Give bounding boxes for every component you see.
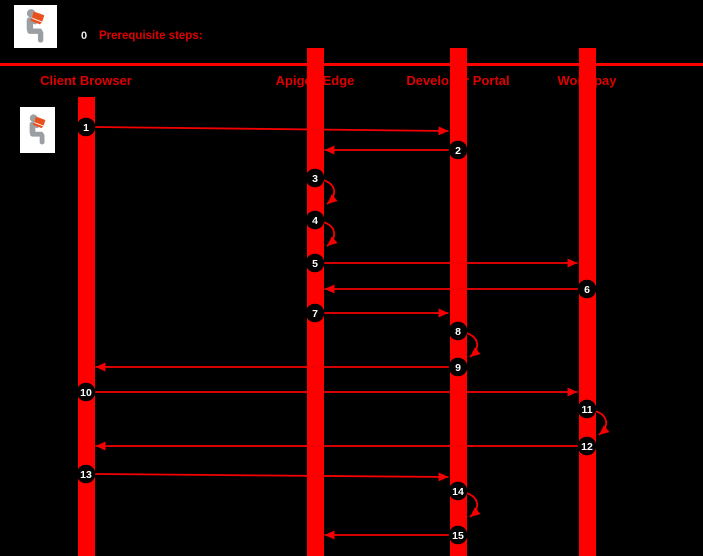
- person-at-laptop-icon: [14, 5, 57, 48]
- step-circle: [76, 117, 96, 137]
- step-11-self-loop: 11: [577, 399, 610, 436]
- step-0-number: 0: [80, 30, 88, 42]
- self-loop-arrow: [594, 410, 610, 436]
- step-number: 15: [452, 530, 464, 542]
- self-loop-arrow: [322, 221, 338, 247]
- step-number: 9: [455, 362, 461, 374]
- step-number: 1: [83, 122, 89, 134]
- step-15-message: 15: [324, 525, 468, 545]
- step-number: 14: [452, 486, 464, 498]
- step-10-message: 10: [76, 382, 578, 402]
- step-1-message: 1: [76, 117, 449, 137]
- step-number: 6: [584, 284, 590, 296]
- step-number: 7: [312, 308, 318, 320]
- step-circle: [448, 357, 468, 377]
- step-circle: [305, 168, 325, 188]
- step-number: 8: [455, 326, 461, 338]
- lifeline-bar-client-browser: [77, 97, 95, 556]
- step-circle: [305, 253, 325, 273]
- lifeline-bar-developer-portal: [449, 48, 467, 556]
- step-9-message: 9: [95, 357, 468, 377]
- step-7-message: 7: [305, 303, 449, 323]
- step-circle: [577, 279, 597, 299]
- person-at-laptop-glyph: [26, 9, 45, 43]
- step-number: 10: [80, 387, 92, 399]
- self-loop-arrow: [322, 179, 338, 205]
- step-circle: [448, 481, 468, 501]
- step-circle: [577, 399, 597, 419]
- step-circle: [305, 210, 325, 230]
- step-5-message: 5: [305, 253, 578, 273]
- step-13-message: 13: [76, 464, 449, 484]
- prerequisite-steps-label: Prerequisite steps:: [99, 30, 203, 42]
- step-number: 13: [80, 469, 92, 481]
- step-6-message: 6: [324, 279, 597, 299]
- person-at-laptop-icon: [20, 107, 55, 153]
- step-4-self-loop: 4: [305, 210, 338, 247]
- lifeline-bar-worldpay: [578, 48, 596, 556]
- step-circle: [448, 321, 468, 341]
- step-2-message: 2: [324, 140, 468, 160]
- self-loop-arrow: [465, 492, 481, 518]
- step-circle: [448, 525, 468, 545]
- step-number: 2: [455, 145, 461, 157]
- step-12-message: 12: [95, 436, 597, 456]
- person-at-laptop-glyph: [29, 114, 46, 145]
- step-number: 3: [312, 173, 318, 185]
- lifeline-label-client-browser: Client Browser: [40, 73, 132, 88]
- step-number: 12: [581, 441, 593, 453]
- message-arrow: [94, 472, 449, 482]
- step-number: 11: [581, 404, 592, 416]
- step-circle: [305, 303, 325, 323]
- step-3-self-loop: 3: [305, 168, 338, 205]
- step-number: 5: [312, 258, 318, 270]
- step-8-self-loop: 8: [448, 321, 481, 358]
- step-0-circle: 0: [75, 27, 93, 45]
- step-circle: [448, 140, 468, 160]
- step-circle: [76, 382, 96, 402]
- timeline-divider: [0, 63, 703, 66]
- step-circle: [577, 436, 597, 456]
- self-loop-arrow: [465, 332, 481, 358]
- step-circle: [76, 464, 96, 484]
- step-number: 4: [312, 215, 318, 227]
- message-arrow: [94, 126, 449, 136]
- step-14-self-loop: 14: [448, 481, 481, 518]
